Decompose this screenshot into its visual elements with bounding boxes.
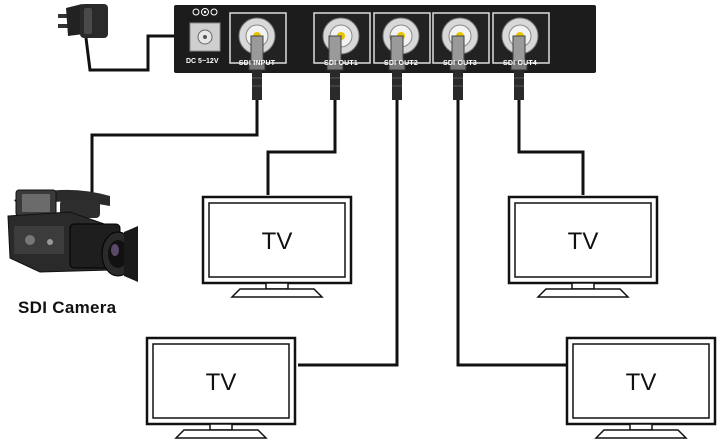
bnc-plug-input-icon <box>248 35 266 100</box>
out4-cable <box>517 100 585 195</box>
tv-monitor-1-icon <box>201 195 353 298</box>
power-adapter-icon <box>58 4 108 38</box>
tv-label-4: TV <box>625 369 657 396</box>
bnc-port-out1-icon <box>313 12 371 64</box>
power-cable <box>84 34 175 72</box>
tv-monitor-4-icon <box>565 336 717 439</box>
tv-monitor-2-icon <box>507 195 659 298</box>
tv-monitor-3-icon <box>145 336 297 439</box>
tv-label-1: TV <box>261 228 293 255</box>
tv-label-2: TV <box>567 228 599 255</box>
bnc-plug-out3-icon <box>449 35 467 100</box>
port-label-out2: SDI OUT2 <box>384 60 418 67</box>
port-label-out4: SDI OUT4 <box>503 60 537 67</box>
port-label-input: SDI INPUT <box>238 60 276 67</box>
out3-cable <box>456 100 568 367</box>
input-cable <box>90 100 259 205</box>
polarity-icon <box>192 8 218 16</box>
bnc-plug-connectors <box>248 35 528 100</box>
bnc-plug-out1-icon <box>326 35 344 100</box>
cables <box>84 34 585 367</box>
bnc-plug-out2-icon <box>388 35 406 100</box>
sdi-splitter-device <box>174 5 596 73</box>
tv-label-3: TV <box>205 369 237 396</box>
video-camera-icon <box>7 189 138 282</box>
camera-label: SDI Camera <box>18 298 117 317</box>
dc-input-label: DC 5~12V <box>186 58 219 65</box>
port-label-out1: SDI OUT1 <box>324 60 358 67</box>
out2-cable <box>298 100 399 367</box>
bnc-plug-out4-icon <box>510 35 528 100</box>
port-label-out3: SDI OUT3 <box>443 60 477 67</box>
out1-cable <box>266 100 337 195</box>
